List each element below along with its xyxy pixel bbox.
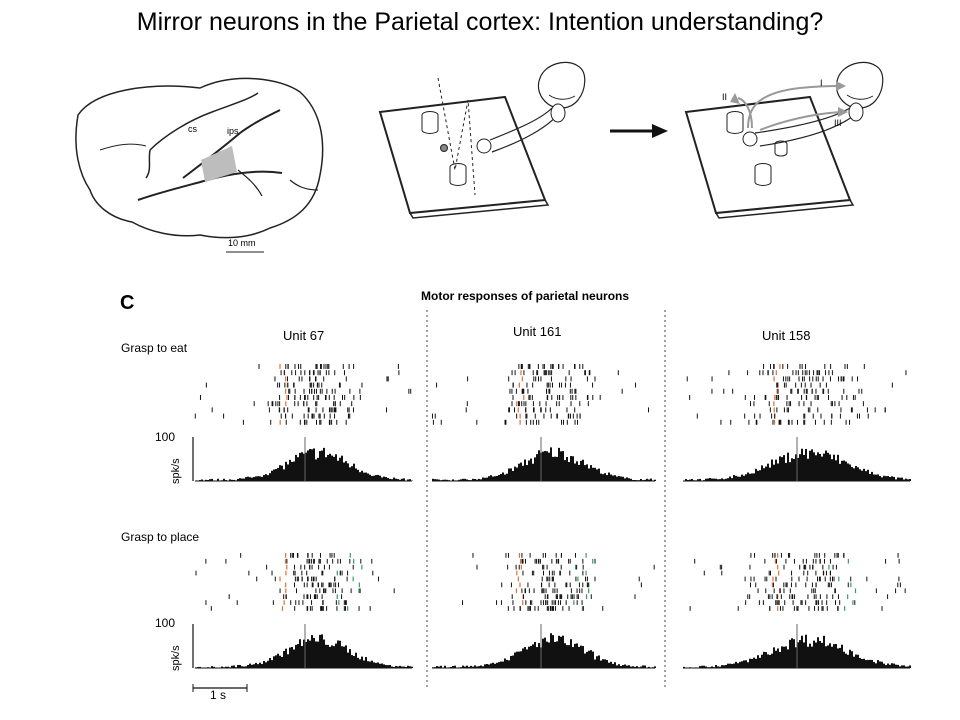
- histogram-1-3: [683, 437, 911, 482]
- ymax-label-bottom: 100: [155, 616, 176, 630]
- unit-label-161: Unit 161: [513, 324, 562, 339]
- histogram-2-2: [432, 624, 656, 669]
- condition-label-place: Grasp to place: [121, 530, 200, 544]
- panel-letter: C: [120, 292, 135, 314]
- raster-1-2: [431, 364, 649, 425]
- ips-label: ips: [227, 126, 239, 136]
- panel-title: Motor responses of parietal neurons: [421, 289, 630, 303]
- histogram-1-1: [192, 437, 413, 482]
- histogram-2-3: [683, 624, 911, 669]
- histogram-1-2: [432, 437, 656, 482]
- raster-2-3: [689, 553, 906, 611]
- raster-1-1: [194, 364, 412, 425]
- raster-1-3: [686, 364, 907, 425]
- path-label-I: I: [820, 78, 823, 88]
- histogram-2-1: [192, 624, 413, 669]
- condition-label-eat: Grasp to eat: [121, 341, 188, 355]
- scale-label: 10 mm: [228, 238, 256, 248]
- time-scale-label: 1 s: [210, 688, 227, 702]
- path-arrow-II: [737, 97, 753, 129]
- recording-area-shading: [201, 146, 237, 182]
- cs-label: cs: [188, 124, 197, 134]
- raster-2-2: [462, 553, 655, 611]
- ymax-label-top: 100: [155, 430, 176, 444]
- board-left: [378, 61, 586, 219]
- path-label-II: II: [722, 92, 728, 102]
- board-right: [684, 61, 884, 219]
- unit-label-67: Unit 67: [283, 328, 325, 343]
- unit-label-158: Unit 158: [762, 328, 811, 343]
- path-arrow-III: [759, 111, 841, 131]
- raster-2-1: [195, 553, 395, 611]
- slide-title: Mirror neurons in the Parietal cortex: I…: [136, 8, 824, 36]
- path-label-III: III: [834, 118, 842, 128]
